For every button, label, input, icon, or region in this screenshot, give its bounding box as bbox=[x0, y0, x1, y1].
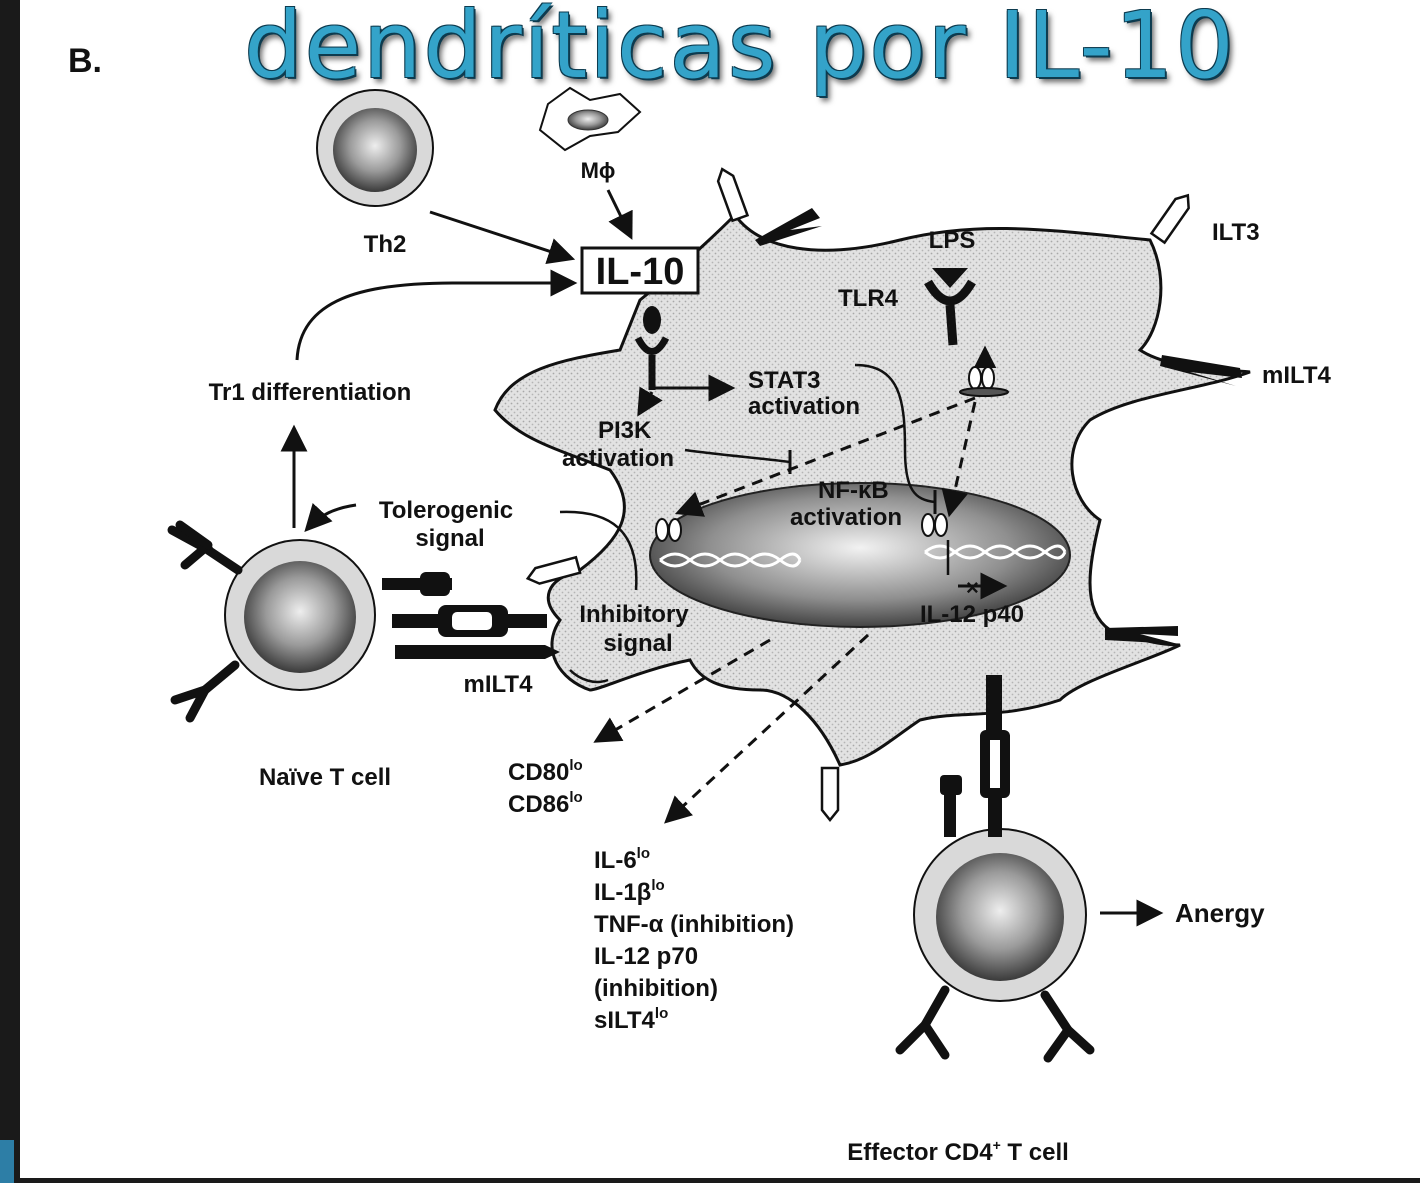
transcription-factor-right bbox=[921, 513, 948, 537]
ilt3-label: ILT3 bbox=[1212, 219, 1260, 246]
il12p40-label: IL-12 p40 bbox=[920, 601, 1024, 628]
dashed-to-cytokines bbox=[664, 633, 870, 824]
transcription-factor-left bbox=[655, 518, 682, 542]
costim-item-name: CD86 bbox=[508, 791, 569, 818]
cytokine-item: TNF-α (inhibition) bbox=[594, 911, 794, 938]
effector-t-cell bbox=[913, 828, 1087, 1002]
dashed-to-costim bbox=[593, 638, 771, 743]
cytokine-item: IL-1βlo bbox=[594, 877, 665, 906]
tcell-dc-synapse bbox=[382, 572, 560, 659]
milt4-receptor-top bbox=[755, 208, 822, 246]
lps-ligand bbox=[932, 268, 968, 288]
costim-item: CD86lo bbox=[508, 789, 583, 818]
cytokine-item-name: IL-1β bbox=[594, 879, 651, 906]
anergy-label: Anergy bbox=[1175, 898, 1265, 928]
il12-block-x: × bbox=[966, 575, 979, 600]
tolerogenic-line2: signal bbox=[415, 525, 484, 552]
cytokine-item: sILT4lo bbox=[594, 1005, 668, 1034]
milt4-receptor-lower-right bbox=[1105, 626, 1178, 644]
costim-item-name: CD80 bbox=[508, 759, 569, 786]
th2-label: Th2 bbox=[364, 231, 407, 258]
inhibit-stat3-to-gene bbox=[854, 363, 936, 504]
tolerogenic-line1: Tolerogenic bbox=[379, 497, 513, 524]
cytokine-item-superscript: lo bbox=[651, 877, 664, 894]
cytokine-item-superscript: lo bbox=[637, 845, 650, 862]
ilt3-receptor-left bbox=[525, 555, 582, 585]
th2-cell bbox=[316, 89, 434, 207]
inhibitory-line1: Inhibitory bbox=[579, 601, 689, 628]
cytokine-item: (inhibition) bbox=[594, 975, 718, 1002]
naive-t-cell bbox=[224, 539, 376, 691]
cytokine-item-superscript: lo bbox=[655, 1005, 668, 1022]
tolerogenic-curve bbox=[559, 510, 638, 591]
effector-tcr-bottom-left bbox=[895, 985, 950, 1060]
dna-left bbox=[659, 552, 802, 568]
effector-t-label-end: T cell bbox=[1001, 1139, 1069, 1166]
naive-tcr-bottom-left bbox=[170, 660, 240, 723]
effector-t-label-base: Effector CD4 bbox=[847, 1139, 993, 1166]
effector-dc-synapse bbox=[940, 675, 1010, 837]
milt4-label-right: mILT4 bbox=[1262, 362, 1332, 389]
arrow-macrophage-to-il10 bbox=[606, 189, 633, 240]
slide-title: dendríticas por IL-10 bbox=[244, 0, 1236, 99]
costim-item-superscript: lo bbox=[569, 789, 582, 806]
dashed-adaptor-to-left-tf bbox=[674, 396, 976, 517]
arrow-th2-to-il10 bbox=[429, 210, 576, 265]
dna-right bbox=[924, 544, 1067, 560]
panel-letter: B. bbox=[68, 42, 102, 80]
tr1-label: Tr1 differentiation bbox=[209, 379, 412, 406]
effector-tcr-bottom-right bbox=[1040, 990, 1095, 1063]
slide-corner-accent bbox=[0, 1140, 14, 1183]
pi3k-line1: PI3K bbox=[598, 417, 652, 444]
inhibit-pi3k-to-nfkb bbox=[684, 448, 791, 464]
costim-item-superscript: lo bbox=[569, 757, 582, 774]
stat3-line2: activation bbox=[748, 393, 860, 420]
milt4-label-left: mILT4 bbox=[464, 671, 534, 698]
cytokine-item-name: IL-6 bbox=[594, 847, 637, 874]
naive-tcr-top-left bbox=[167, 520, 243, 575]
cytokine-item-name: TNF-α (inhibition) bbox=[594, 911, 794, 938]
tlr4-adaptor bbox=[959, 366, 1009, 397]
pi3k-line2: activation bbox=[562, 445, 674, 472]
arrow-tr1-to-il10 bbox=[295, 269, 578, 361]
effector-t-label-sup: + bbox=[993, 1137, 1001, 1153]
cytokine-item-name: sILT4 bbox=[594, 1007, 656, 1034]
naive-t-label: Naïve T cell bbox=[259, 764, 391, 791]
macrophage-nucleus bbox=[567, 109, 609, 131]
cytokine-item: IL-12 p70 bbox=[594, 943, 698, 970]
ilt3-receptor-bottom bbox=[820, 766, 840, 823]
inhibitory-line2: signal bbox=[603, 630, 672, 657]
stat3-line1: STAT3 bbox=[748, 367, 820, 394]
tlr4-receptor bbox=[924, 279, 976, 346]
ilt3-receptor-top-left bbox=[716, 167, 750, 223]
arrow-tolerogenic-to-tcell bbox=[304, 502, 357, 532]
nfkb-line1: NF-κB bbox=[818, 477, 889, 504]
arrow-receptor-to-pi3k bbox=[637, 386, 663, 417]
macrophage-label: Mϕ bbox=[581, 158, 616, 183]
slide-frame-bottom bbox=[0, 1178, 1420, 1183]
il10-label: IL-10 bbox=[596, 251, 685, 293]
ilt3-receptor-top-right bbox=[1149, 193, 1190, 245]
dc-nucleus bbox=[649, 482, 1071, 628]
costim-item: CD80lo bbox=[508, 757, 583, 786]
nfkb-line2: activation bbox=[790, 504, 902, 531]
slide-frame-left bbox=[0, 0, 20, 1183]
lps-label: LPS bbox=[929, 227, 976, 254]
cytokine-item-name: (inhibition) bbox=[594, 975, 718, 1002]
milt4-receptor-right bbox=[1160, 355, 1242, 386]
il10-receptor bbox=[634, 306, 670, 390]
effector-t-label: Effector CD4+ T cell bbox=[847, 1137, 1069, 1166]
inhibitory-curve bbox=[569, 669, 609, 684]
tlr4-label: TLR4 bbox=[838, 285, 899, 312]
cytokine-item-name: IL-12 p70 bbox=[594, 943, 698, 970]
il10-box bbox=[580, 246, 700, 295]
cytokine-item: IL-6lo bbox=[594, 845, 650, 874]
